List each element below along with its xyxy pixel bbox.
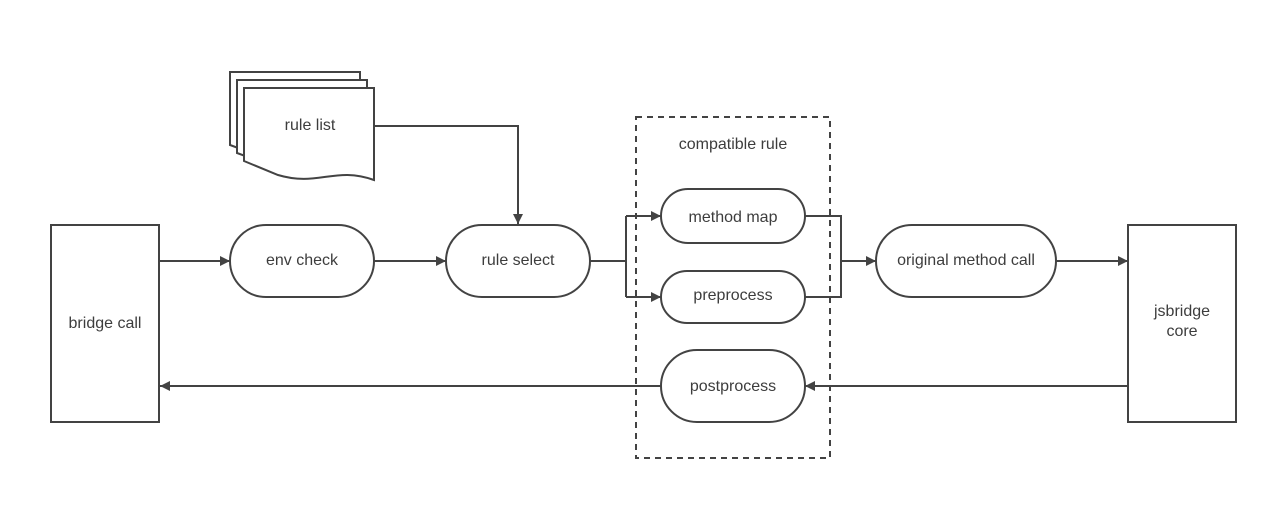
edge-merge-bar [805, 215, 842, 298]
postprocess-label: postprocess [690, 378, 776, 395]
rule-list-document-stack: rule list [229, 71, 375, 182]
jsbridge-core-label-line2: core [1166, 323, 1197, 340]
compatible-rule-group [635, 116, 831, 459]
rule-select-node: rule select [445, 224, 591, 298]
postprocess-node: postprocess [660, 349, 806, 423]
preprocess-label: preprocess [693, 287, 772, 304]
jsbridge-core-label-line1: jsbridge [1153, 303, 1210, 320]
bridge-call-label: bridge call [69, 315, 142, 332]
env-check-node: env check [229, 224, 375, 298]
original-method-call-node: original method call [875, 224, 1057, 298]
env-check-label: env check [266, 252, 339, 269]
compatible-rule-label: compatible rule [679, 136, 788, 153]
bridge-call-node: bridge call [50, 224, 160, 423]
method-map-node: method map [660, 188, 806, 244]
preprocess-node: preprocess [660, 270, 806, 324]
rule-list-doc-front [243, 87, 375, 182]
jsbridge-core-node: jsbridge core [1127, 224, 1237, 423]
edge-rule-list-to-rule-select [374, 125, 523, 224]
rule-select-label: rule select [482, 252, 555, 269]
connectors [159, 125, 1128, 391]
method-map-label: method map [689, 209, 778, 226]
rule-list-label: rule list [285, 117, 336, 134]
original-method-call-label: original method call [897, 252, 1035, 269]
